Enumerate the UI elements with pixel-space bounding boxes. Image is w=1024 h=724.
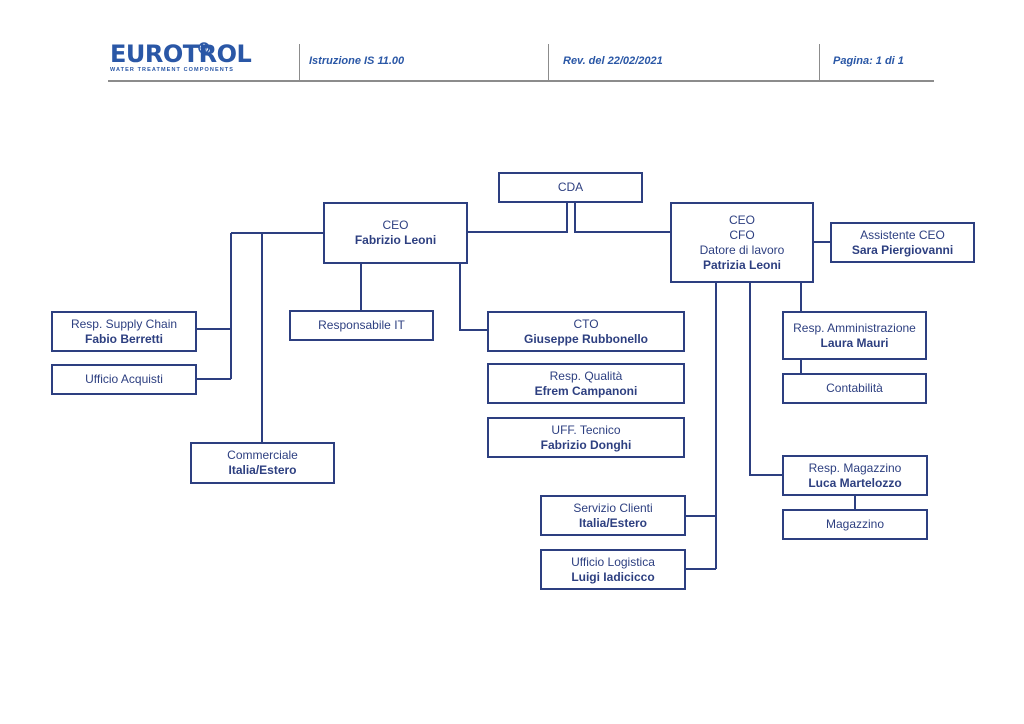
node-resp-amministrazione: Resp. Amministrazione Laura Mauri: [782, 311, 927, 360]
revision-date: Rev. del 22/02/2021: [563, 55, 663, 67]
globe-icon: [198, 42, 210, 54]
node-person: Sara Piergiovanni: [851, 242, 954, 257]
node-person: Efrem Campanoni: [534, 383, 638, 398]
node-title: Servizio Clienti: [573, 500, 653, 515]
node-title: Resp. Magazzino: [808, 460, 902, 475]
node-title: CEO: [382, 218, 409, 232]
node-title: Contabilità: [826, 381, 883, 395]
header-rule: [108, 80, 934, 82]
logo-wordmark: EUROTROL: [110, 40, 252, 68]
node-person: Patrizia Leoni: [702, 257, 782, 272]
company-logo: EUROTROL WATER TREATMENT COMPONENTS: [110, 40, 252, 80]
connector-magazzino-resp: [749, 283, 783, 476]
connector-cto: [459, 263, 488, 331]
node-responsabile-it: Responsabile IT: [289, 310, 434, 341]
node-title: Resp. Amministrazione: [793, 320, 916, 335]
page-number: Pagina: 1 di 1: [833, 55, 904, 67]
node-title: CTO: [573, 316, 599, 331]
node-commerciale: Commerciale Italia/Estero: [190, 442, 335, 484]
node-title: Resp. Supply Chain: [70, 316, 178, 331]
node-uff-tecnico: UFF. Tecnico Fabrizio Donghi: [487, 417, 685, 458]
instruction-code: Istruzione IS 11.00: [309, 55, 405, 67]
node-person: Luca Martelozzo: [808, 475, 902, 490]
node-title: Ufficio Logistica: [571, 554, 655, 569]
header-separator: [299, 44, 300, 81]
document-header: EUROTROL WATER TREATMENT COMPONENTS Istr…: [0, 0, 1024, 90]
node-person: Giuseppe Rubbonello: [523, 331, 648, 346]
node-person: Fabio Berretti: [84, 331, 163, 346]
node-title: Commerciale: [227, 448, 298, 462]
node-title: Magazzino: [825, 517, 885, 531]
node-title: CEO: [728, 212, 755, 227]
node-ufficio-acquisti: Ufficio Acquisti: [51, 364, 197, 395]
connector-cda-ceo-right: [574, 203, 670, 233]
node-resp-qualita: Resp. Qualità Efrem Campanoni: [487, 363, 685, 404]
node-ceo-fabrizio-leoni: CEO Fabrizio Leoni: [323, 202, 468, 264]
node-person: Laura Mauri: [820, 335, 889, 350]
node-resp-supply-chain: Resp. Supply Chain Fabio Berretti: [51, 311, 197, 352]
node-assistente-ceo: Assistente CEO Sara Piergiovanni: [830, 222, 975, 263]
node-title: UFF. Tecnico: [551, 422, 621, 437]
node-ufficio-logistica: Ufficio Logistica Luigi Iadicicco: [540, 549, 686, 590]
node-cto: CTO Giuseppe Rubbonello: [487, 311, 685, 352]
node-servizio-clienti: Servizio Clienti Italia/Estero: [540, 495, 686, 536]
header-separator: [548, 44, 549, 81]
node-person: Luigi Iadicicco: [571, 569, 655, 584]
node-ceo-cfo-patrizia-leoni: CEO CFO Datore di lavoro Patrizia Leoni: [670, 202, 814, 283]
node-title-3: Datore di lavoro: [699, 242, 785, 257]
node-title: Resp. Qualità: [549, 368, 623, 383]
node-contabilita: Contabilità: [782, 373, 927, 404]
connector-cda-ceo-left: [467, 203, 568, 233]
node-title: CDA: [557, 180, 584, 194]
node-title-2: CFO: [729, 227, 755, 242]
node-person: Fabrizio Leoni: [354, 233, 437, 247]
node-title: Ufficio Acquisti: [85, 372, 163, 386]
node-person: Italia/Estero: [228, 463, 297, 477]
node-person: Italia/Estero: [578, 515, 648, 530]
node-title: Assistente CEO: [860, 227, 945, 242]
header-separator: [819, 44, 820, 81]
node-title: Responsabile IT: [318, 318, 405, 332]
node-resp-magazzino: Resp. Magazzino Luca Martelozzo: [782, 455, 928, 496]
node-person: Fabrizio Donghi: [540, 437, 632, 452]
logo-subtitle: WATER TREATMENT COMPONENTS: [110, 67, 235, 73]
node-cda: CDA: [498, 172, 643, 203]
node-magazzino: Magazzino: [782, 509, 928, 540]
